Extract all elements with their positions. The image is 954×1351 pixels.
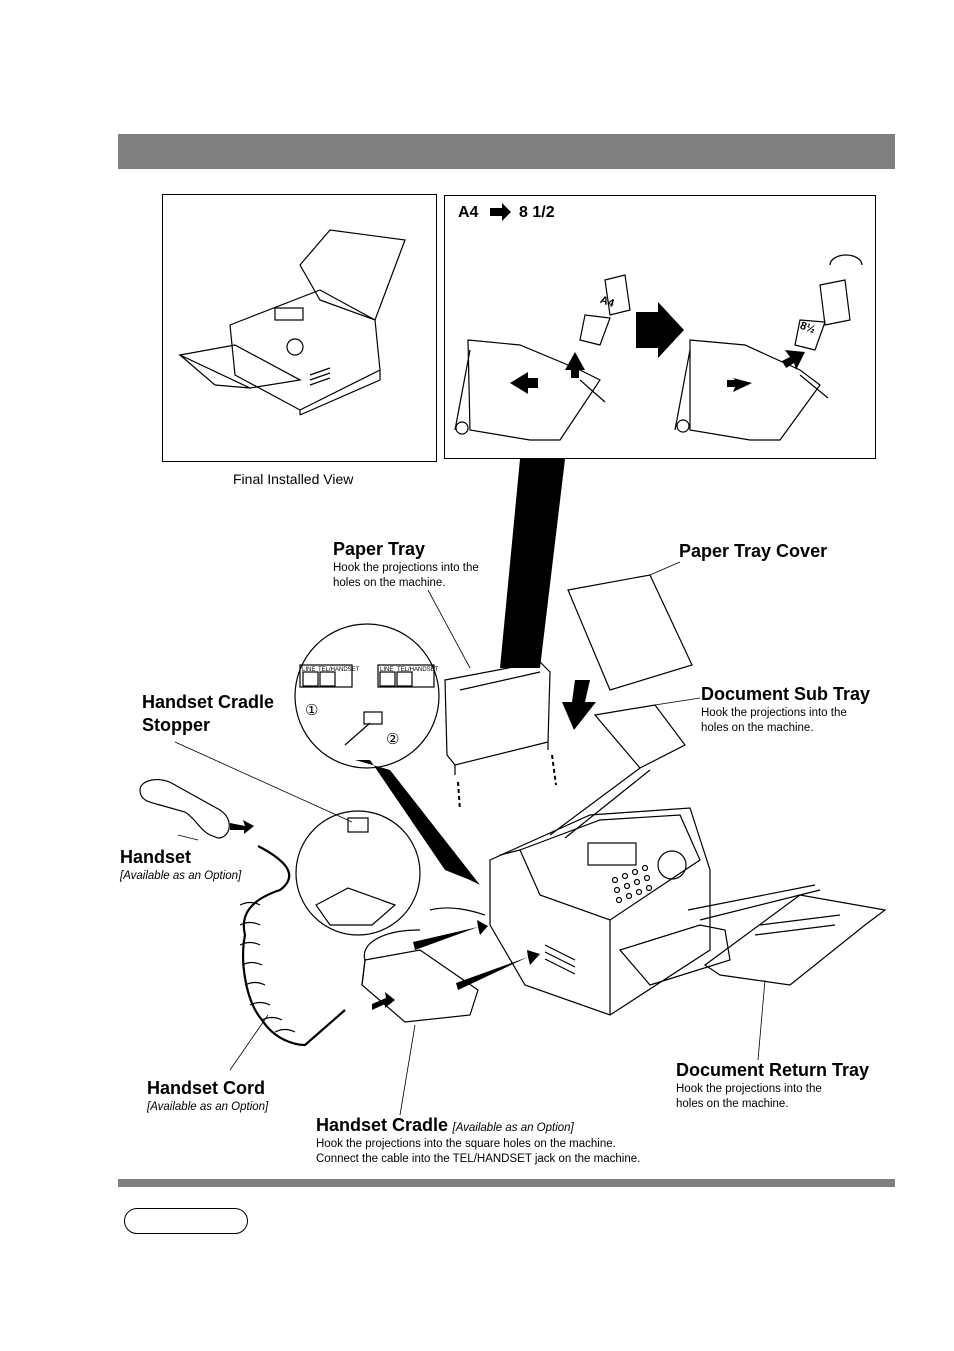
handset-cord-title: Handset Cord [147,1078,266,1098]
paper-tray-title: Paper Tray [333,539,426,559]
page-number-badge [124,1208,248,1234]
document-sub-tray-desc-2: holes on the machine. [701,722,814,734]
document-return-tray-label: Document Return Tray Hook the projection… [676,1059,869,1112]
document-sub-tray-label: Document Sub Tray Hook the projections i… [701,683,870,736]
handset-label: Handset [Available as an Option] [120,846,241,884]
document-sub-tray-title: Document Sub Tray [701,684,871,704]
paper-tray-drawing [444,661,551,775]
tel-jack-label-2: TEL/HANDSET [397,667,439,673]
handset-drawing [139,778,230,839]
handset-cradle-drawing [361,949,479,1023]
handset-cradle-stopper-title-2: Stopper [142,715,211,735]
final-installed-view-caption: Final Installed View [233,471,354,487]
installed-fax-drawing [178,229,406,416]
document-return-tray-title: Document Return Tray [676,1060,870,1080]
line-jack-label-2: LINE [380,667,394,673]
paper-tray-cover-title: Paper Tray Cover [679,541,828,561]
handset-cord-drawing [242,845,346,1047]
line-jack-label: LINE [302,667,316,673]
paper-size-change-drawing [454,254,863,441]
footer-bar [118,1179,895,1187]
tel-jack-label: TEL/HANDSET [318,667,360,673]
paper-tray-label: Paper Tray Hook the projections into the… [333,538,479,591]
handset-cradle-title: Handset Cradle [316,1115,449,1135]
paper-size-change-panel [444,195,876,459]
handset-cradle-stopper-label: Handset Cradle Stopper [142,691,274,737]
step-1-marker: ① [305,702,319,719]
step-2-marker: ② [386,731,400,748]
document-sub-tray-drawing [593,704,686,769]
fax-machine-drawing [489,807,731,1016]
handset-cradle-stopper-title-1: Handset Cradle [142,692,275,712]
handset-cradle-note: [Available as an Option] [452,1122,574,1134]
handset-cord-label: Handset Cord [Available as an Option] [147,1077,268,1115]
document-return-tray-desc-1: Hook the projections into the [676,1083,822,1095]
to-size-label: 8 1/2 [519,204,555,221]
paper-tray-cover-drawing [567,574,693,691]
paper-tray-desc-1: Hook the projections into the [333,562,479,574]
jack-detail-drawing [294,623,440,769]
handset-cradle-desc-2: Connect the cable into the TEL/HANDSET j… [316,1153,641,1165]
header-bar [118,134,895,169]
document-return-tray-desc-2: holes on the machine. [676,1098,789,1110]
handset-note: [Available as an Option] [120,870,242,882]
handset-cord-note: [Available as an Option] [147,1101,269,1113]
document-return-tray-drawing [703,894,887,986]
from-size-label: A4 [458,204,479,221]
handset-title: Handset [120,847,192,867]
paper-tray-desc-2: holes on the machine. [333,577,446,589]
document-sub-tray-desc-1: Hook the projections into the [701,707,847,719]
stopper-detail-drawing [295,810,421,936]
handset-cradle-desc-1: Hook the projections into the square hol… [316,1138,616,1150]
handset-cradle-label: Handset Cradle [Available as an Option] … [316,1114,640,1167]
